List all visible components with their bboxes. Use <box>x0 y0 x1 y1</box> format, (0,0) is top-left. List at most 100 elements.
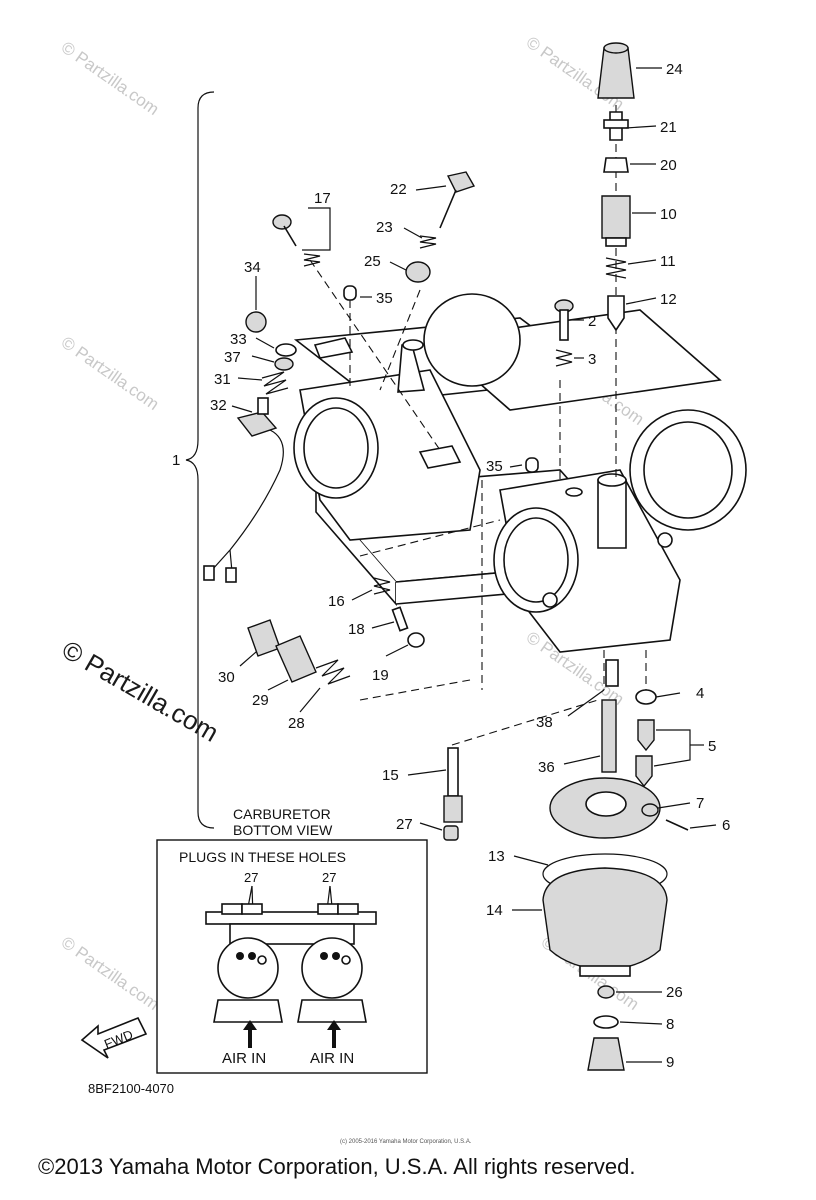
air-arrow <box>243 1020 257 1048</box>
part-label-30: 30 <box>218 669 235 686</box>
part-23-spring <box>419 235 437 249</box>
copyright-notice: ©2013 Yamaha Motor Corporation, U.S.A. A… <box>38 1154 635 1179</box>
part-15-pilot-jet <box>447 747 459 797</box>
part-label-17: 17 <box>314 190 331 207</box>
assembly-guide-lines <box>309 105 647 746</box>
carburetor-body <box>293 293 747 653</box>
part-4-washer <box>635 689 657 705</box>
watermark-main: © Partzilla.com <box>57 634 224 748</box>
part-33-washer <box>275 343 297 357</box>
part-label-24: 24 <box>666 61 683 78</box>
part-label-26: 26 <box>666 984 683 1001</box>
bottom-view-heading: BOTTOM VIEW <box>233 822 333 838</box>
bottom-view-box <box>156 839 428 1074</box>
part-27-plug <box>443 825 459 841</box>
part-label-14: 14 <box>486 902 503 919</box>
part-5-jet <box>637 719 655 752</box>
needle-valve-stack <box>597 42 635 332</box>
part-22-screw-head <box>446 171 476 193</box>
part-37-seal <box>274 357 294 371</box>
part-label-8: 8 <box>666 1016 674 1033</box>
part-22-screw <box>439 189 457 229</box>
part-17-spring <box>303 253 321 267</box>
part-label-16: 16 <box>328 593 345 610</box>
part-label-28: 28 <box>288 715 305 732</box>
part-label-11: 11 <box>660 253 676 270</box>
assembly-bracket <box>185 91 215 829</box>
part-17-screw <box>283 225 297 247</box>
part-label-9: 9 <box>666 1054 674 1071</box>
part-14-bowl <box>542 867 668 971</box>
part-36-needle-jet <box>601 699 617 773</box>
air-in-left: AIR IN <box>222 1050 266 1067</box>
part-30-sleeve <box>247 619 281 657</box>
plugs-title: PLUGS IN THESE HOLES <box>179 849 346 865</box>
part-label-7: 7 <box>696 795 704 812</box>
part-label-15: 15 <box>382 767 399 784</box>
fwd-arrow-icon: FWD <box>80 1016 148 1059</box>
bottom-view-heading: CARBURETOR <box>233 806 331 822</box>
watermark: © Partzilla.com <box>58 933 163 1014</box>
part-7-screw <box>641 803 659 817</box>
air-arrow <box>327 1020 341 1048</box>
air-in-right: AIR IN <box>310 1050 354 1067</box>
part-label-1: 1 <box>172 452 180 469</box>
part-19-clip <box>407 632 425 648</box>
part-label-6: 6 <box>722 817 730 834</box>
part-26-screw <box>597 985 615 999</box>
part-label-36: 36 <box>538 759 555 776</box>
part-24-cap <box>597 47 635 99</box>
part-label-21: 21 <box>660 119 677 136</box>
part-label-23: 23 <box>376 219 393 236</box>
part-label-31: 31 <box>214 371 231 388</box>
part-32-fitting <box>236 411 278 437</box>
part-label-32: 32 <box>210 397 227 414</box>
float-bowl-parts <box>443 659 689 1071</box>
part-label-19: 19 <box>372 667 389 684</box>
part-3-spring <box>555 349 573 367</box>
part-32-wire <box>229 429 284 551</box>
part-10-holder <box>601 195 631 239</box>
small-parts <box>203 171 574 685</box>
part-label-35: 35 <box>486 458 503 475</box>
part-labels: 24 21 20 10 11 12 2 3 22 17 23 25 34 35 … <box>210 61 730 1071</box>
bottom-view-inset: CARBURETOR BOTTOM VIEW PLUGS IN THESE HO… <box>156 806 428 1074</box>
part-label-10: 10 <box>660 206 677 223</box>
part-label-22: 22 <box>390 181 407 198</box>
part-label-4: 4 <box>696 685 704 702</box>
part-2-screw <box>559 309 569 341</box>
part-label-27: 27 <box>396 816 413 833</box>
part-label-38: 38 <box>536 714 553 731</box>
part-38-jet <box>605 659 619 687</box>
part-label-37: 37 <box>224 349 241 366</box>
part-label-13: 13 <box>488 848 505 865</box>
callout-27-right: 27 <box>322 870 336 885</box>
part-11-spring <box>605 257 627 279</box>
part-9-drain-bolt <box>587 1037 625 1071</box>
part-label-34: 34 <box>244 259 261 276</box>
part-34-cap <box>245 311 267 333</box>
diagram-code: 8BF2100-4070 <box>88 1081 174 1096</box>
part-label-29: 29 <box>252 692 269 709</box>
part-label-3: 3 <box>588 351 596 368</box>
part-35-plug <box>525 457 539 473</box>
part-label-20: 20 <box>660 157 677 174</box>
part-label-18: 18 <box>348 621 365 638</box>
part-label-12: 12 <box>660 291 677 308</box>
tiny-copyright: (c) 2005-2016 Yamaha Motor Corporation, … <box>340 1139 472 1145</box>
part-29-sleeve <box>275 635 317 683</box>
part-5-jet <box>635 755 653 788</box>
part-label-2: 2 <box>588 313 596 330</box>
part-35-plug <box>343 285 357 301</box>
part-16-spring <box>373 577 391 595</box>
part-6-pin <box>665 819 689 831</box>
callout-27-left: 27 <box>244 870 258 885</box>
part-20-nut <box>603 157 629 173</box>
part-12-needle <box>607 295 625 332</box>
part-label-33: 33 <box>230 331 247 348</box>
watermark: © Partzilla.com <box>58 333 163 414</box>
part-28-spring <box>315 659 351 685</box>
part-label-25: 25 <box>364 253 381 270</box>
part-31-spring <box>261 371 289 395</box>
